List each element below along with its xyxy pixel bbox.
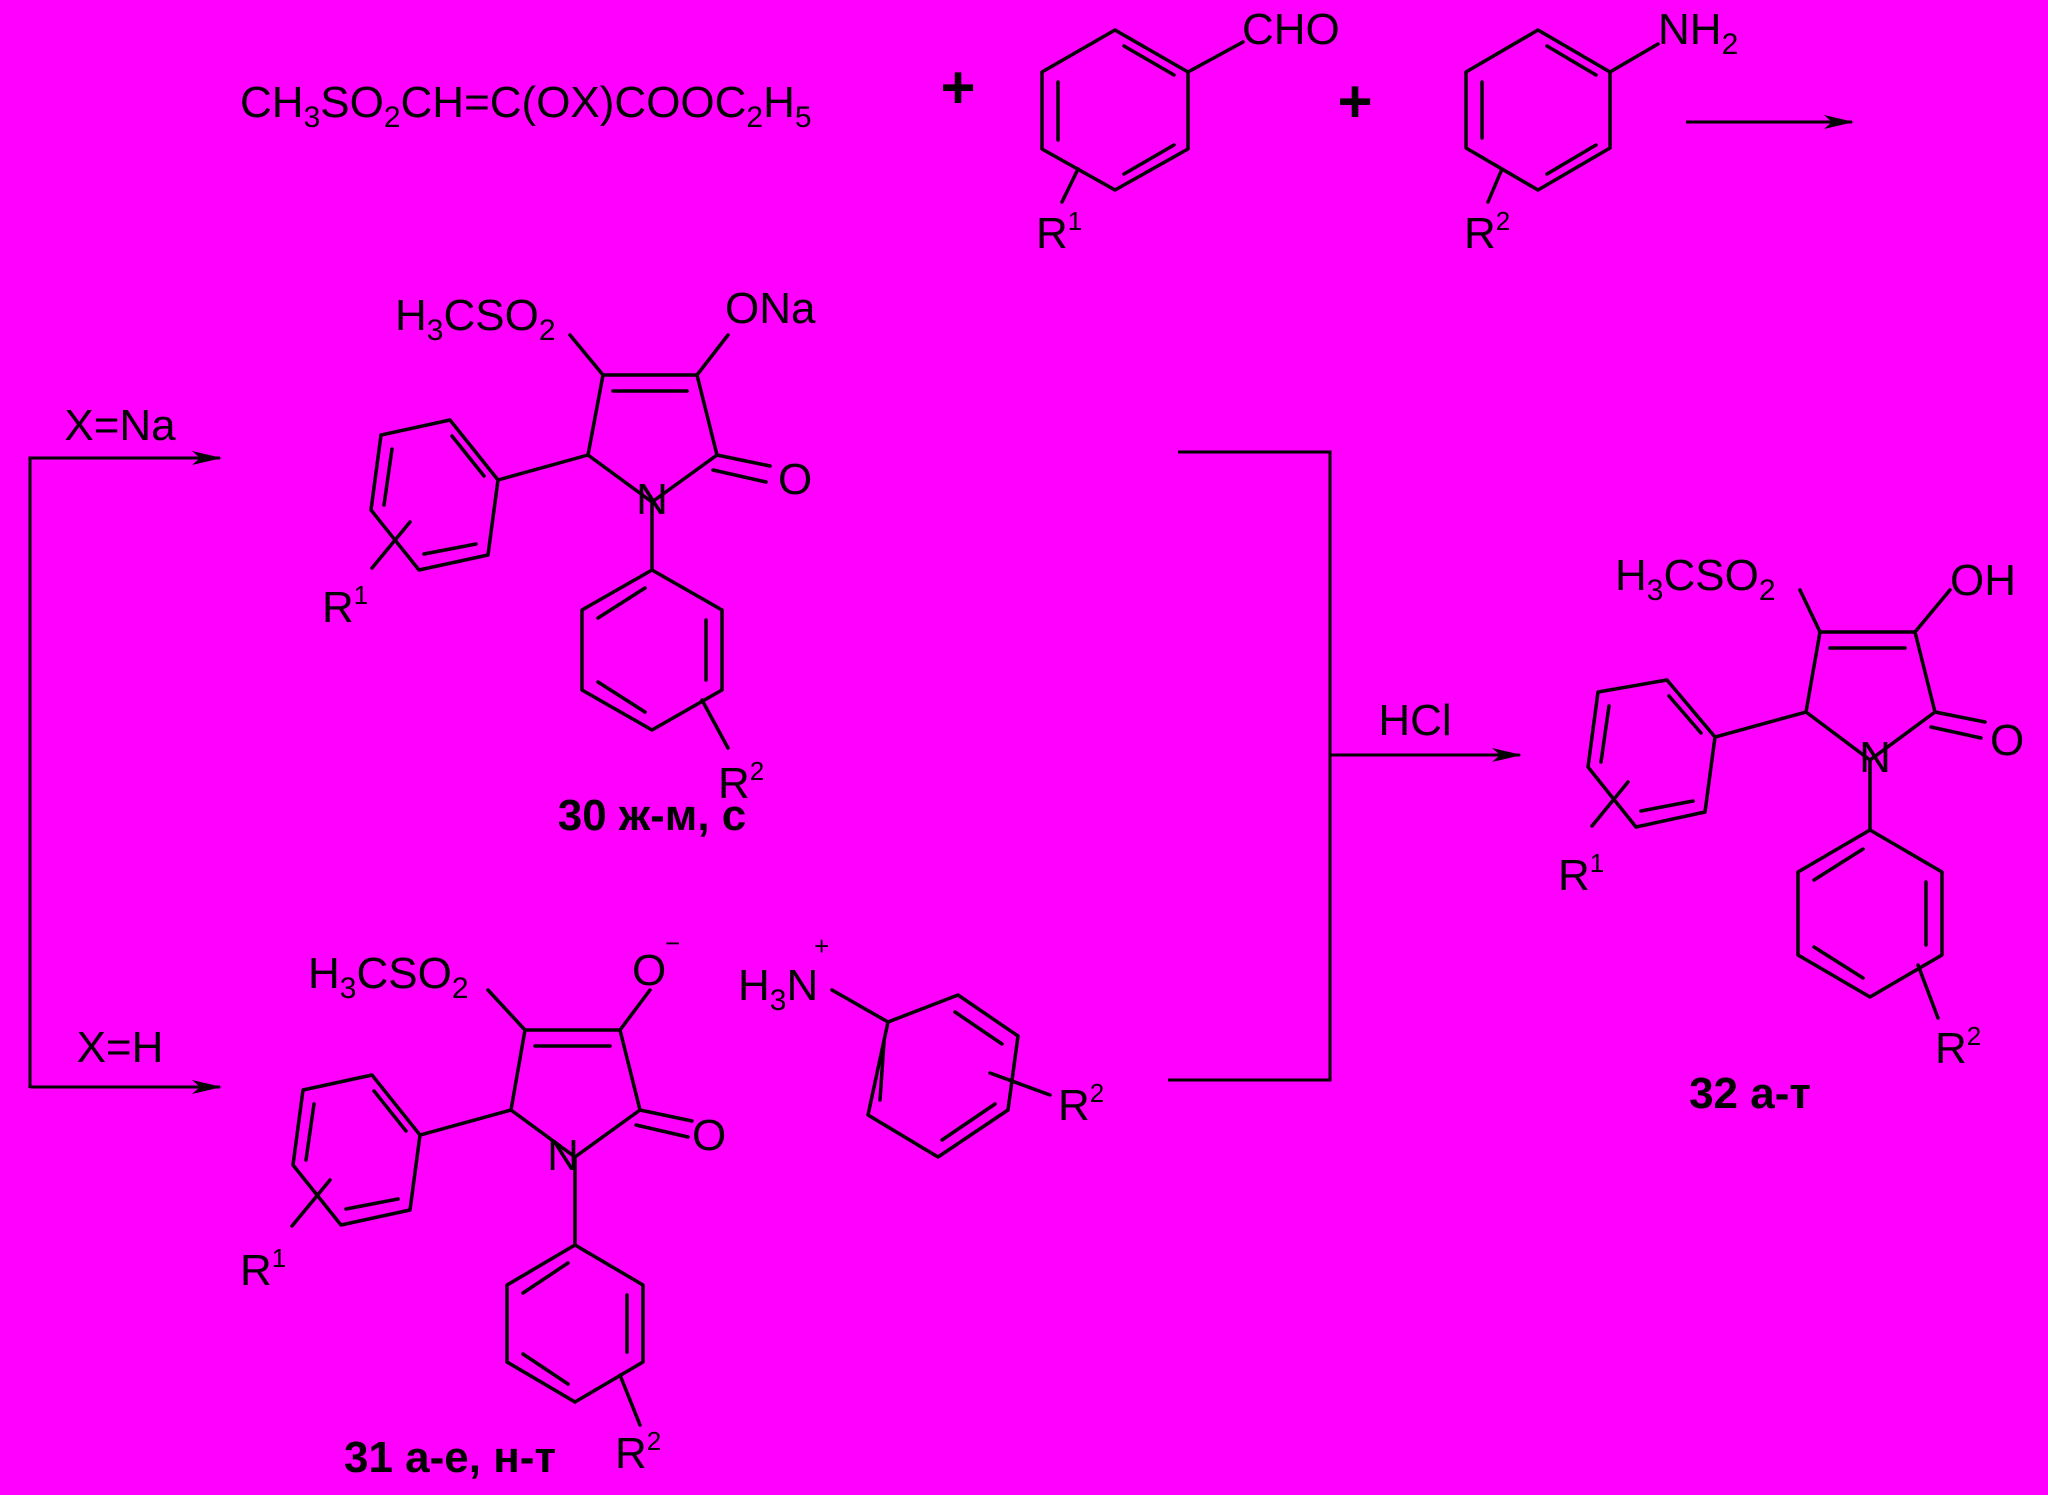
- substituent-r2-31: R2: [615, 1426, 661, 1478]
- amine-group: NH2: [1658, 5, 1738, 61]
- plus-sign-2: +: [1337, 68, 1372, 135]
- aryl-ring-r2-30: [580, 568, 724, 732]
- benzaldehyde-ring: [1040, 28, 1190, 192]
- pyrrolone-ring-30: [586, 373, 719, 504]
- compound-label-31: 31 а-е, н-т: [344, 1433, 556, 1482]
- hydroxyl-group-32: OH: [1950, 556, 2016, 605]
- carbonyl-oxygen-31: O: [692, 1111, 726, 1160]
- plus-sign-1: +: [940, 54, 975, 121]
- pyrrolone-ring-31: [509, 1028, 642, 1159]
- sulfonyl-group-32: H3CSO2: [1615, 551, 1776, 607]
- r1-bond: [1060, 167, 1080, 204]
- branch-arrow-upper: [28, 451, 222, 1088]
- anilinium-nitrogen: H3N: [738, 961, 818, 1017]
- anilinium-structure: H3N + R2: [738, 931, 1104, 1159]
- compound-32-structure: H3CSO2 OH O N R1 R2 32 а-т: [1558, 551, 2024, 1118]
- pyrrolone-ring-32: [1804, 630, 1937, 762]
- substituent-r1-32: R1: [1558, 848, 1604, 900]
- aldehyde-group: CHO: [1242, 5, 1340, 54]
- carbonyl-oxygen-30: O: [778, 455, 812, 504]
- aldehyde-bond: [1186, 40, 1245, 74]
- substituent-r1-30: R1: [322, 580, 368, 632]
- aryl-ring-r1-31: [291, 1073, 422, 1227]
- sulfonyl-group-30: H3CSO2: [395, 291, 556, 347]
- reagent-formula: CH3SO2CH=C(OX)COOC2H5: [240, 78, 812, 134]
- merge-bracket: [1168, 450, 1332, 1082]
- ring-nitrogen-30: N: [636, 475, 668, 524]
- ring-nitrogen-32: N: [1859, 733, 1891, 782]
- enolate-charge-31: −: [665, 928, 680, 958]
- ammonium-charge: +: [814, 931, 829, 961]
- hcl-reagent: HCl: [1378, 696, 1451, 745]
- compound-30-structure: H3CSO2 ONa O N R1 R2 30 ж-м, с: [322, 284, 816, 840]
- anilinium-ring: [866, 993, 1020, 1159]
- substituent-r2-30: R2: [718, 756, 764, 808]
- aniline-structure: NH2 R2: [1464, 5, 1738, 258]
- ring-nitrogen-31: N: [547, 1131, 579, 1180]
- r2-bond: [1486, 167, 1504, 204]
- svg-text:CH3SO2CH=C(OX)COOC2H5: CH3SO2CH=C(OX)COOC2H5: [240, 78, 812, 134]
- aryl-ring-r1-32: [1586, 678, 1717, 829]
- condition-x-h: X=H: [77, 1023, 164, 1072]
- benzaldehyde-structure: CHO R1: [1036, 5, 1340, 258]
- aryl-ring-r1-30: [369, 418, 500, 572]
- compound-label-32: 32 а-т: [1689, 1069, 1811, 1118]
- substituent-r1-31: R1: [240, 1243, 286, 1295]
- enolate-oxygen-31: O: [632, 946, 666, 995]
- compound-31-structure: H3CSO2 O − O N R1 R2 31 а-е, н-т: [240, 928, 726, 1482]
- sulfonyl-group-31: H3CSO2: [308, 949, 469, 1005]
- sodium-enolate-30: ONa: [725, 284, 816, 333]
- aniline-r2: R2: [1464, 206, 1510, 258]
- compound-label-30: 30 ж-м, с: [558, 791, 746, 840]
- condition-x-na: X=Na: [64, 401, 176, 450]
- aryl-ring-r2-31: [505, 1243, 645, 1404]
- carbonyl-oxygen-32: O: [1990, 716, 2024, 765]
- aryl-ring-r2-32: [1796, 828, 1944, 999]
- benzaldehyde-r1: R1: [1036, 206, 1082, 258]
- amine-bond: [1608, 42, 1660, 74]
- substituent-r2-32: R2: [1935, 1021, 1981, 1073]
- anilinium-r2: R2: [1058, 1078, 1104, 1130]
- aniline-ring: [1464, 28, 1612, 192]
